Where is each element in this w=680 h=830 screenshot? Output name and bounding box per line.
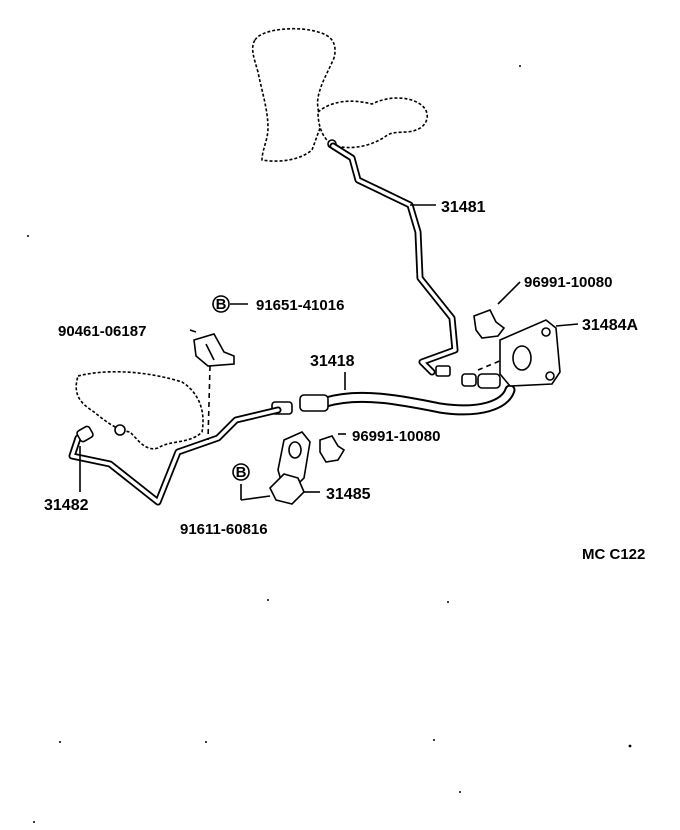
pipe-31481 [329,142,459,377]
pipe-31482 [68,406,282,506]
bracket-31485 [269,431,311,505]
bolt-marker-lower: B [232,463,250,481]
diagram-code: MC C122 [582,546,645,563]
label-31484A: 31484A [582,317,638,334]
bracket-dash-line [477,359,503,371]
hose-fitting-right [461,373,501,389]
leader-lines [79,204,579,501]
clip-upper [473,308,506,339]
clamp-90461-06187 [193,333,235,367]
label-96991-10080-upper: 96991-10080 [524,274,612,291]
bolt-marker-lower-text: B [236,464,247,481]
clamp-dash-line [207,365,211,441]
master-cylinder [251,27,428,162]
scan-specks [27,65,632,823]
release-cylinder [75,370,204,450]
bracket-31484A [499,319,561,387]
label-31481: 31481 [441,199,486,216]
label-31418: 31418 [310,353,355,370]
label-96991-10080-lower: 96991-10080 [352,428,440,445]
label-91651-41016: 91651-41016 [256,297,344,314]
clip-lower [319,435,346,463]
label-90461-06187: 90461-06187 [58,323,146,340]
bolt-marker-upper: B [212,295,230,313]
label-31485: 31485 [326,486,371,503]
hose-31418 [271,384,516,416]
label-91611-60816: 91611-60816 [180,521,268,538]
bolt-marker-upper-text: B [216,296,227,313]
label-31482: 31482 [44,497,89,514]
